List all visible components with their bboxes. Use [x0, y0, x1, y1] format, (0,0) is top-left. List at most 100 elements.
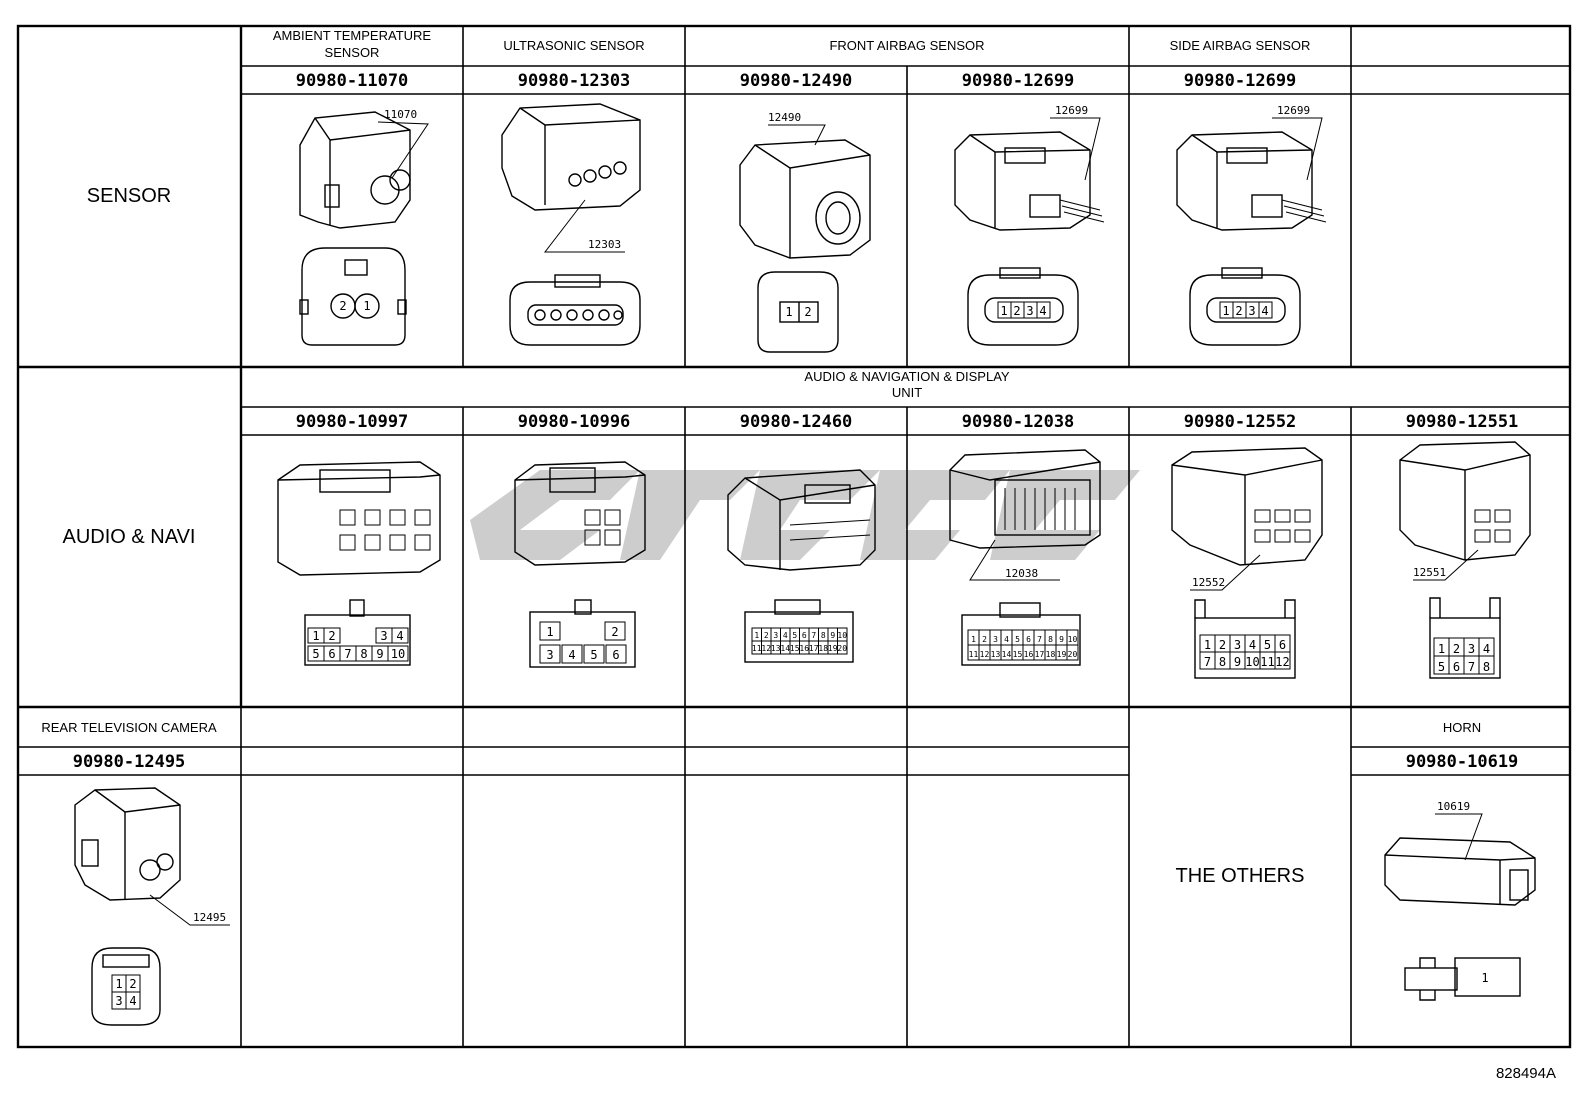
- pin-label: 6: [328, 647, 335, 661]
- connector-12490-drawing: 12490 1 2: [739, 111, 871, 353]
- pin-label: 9: [1234, 655, 1241, 669]
- pin-label: 12: [980, 650, 990, 659]
- header-ambient-temperature-sensor-line2: SENSOR: [325, 45, 380, 60]
- pin-label: 18: [1046, 650, 1056, 659]
- watermark-logo: [470, 470, 1140, 560]
- pin-label: 19: [1057, 650, 1067, 659]
- callout-label: 12495: [193, 911, 226, 924]
- pin-label: 15: [1013, 650, 1023, 659]
- section-label-the-others: THE OTHERS: [1176, 865, 1305, 887]
- connector-12699-side-drawing: 12699 1 2 3 4: [1176, 104, 1327, 346]
- header-rear-television-camera: REAR TELEVISION CAMERA: [41, 720, 217, 735]
- pin-label: 10: [391, 647, 405, 661]
- pin-label: 9: [1059, 635, 1064, 644]
- pin-label: 2: [982, 635, 987, 644]
- pin-label: 7: [1468, 660, 1475, 674]
- pin-label: 18: [818, 644, 828, 653]
- header-horn: HORN: [1443, 720, 1481, 735]
- header-ultrasonic-sensor: ULTRASONIC SENSOR: [503, 38, 644, 53]
- pin-label: 1: [546, 625, 553, 639]
- pin-label: 5: [1015, 635, 1020, 644]
- pin-label: 11: [1260, 655, 1274, 669]
- table-grid: [16, 24, 1572, 1049]
- pin-label: 3: [546, 648, 553, 662]
- header-front-airbag-sensor: FRONT AIRBAG SENSOR: [829, 38, 984, 53]
- pin-label: 16: [799, 644, 809, 653]
- pin-label: 4: [568, 648, 575, 662]
- pin-label: 16: [1024, 650, 1034, 659]
- section-label-audio-navi: AUDIO & NAVI: [63, 526, 196, 548]
- header-side-airbag-sensor: SIDE AIRBAG SENSOR: [1170, 38, 1311, 53]
- pin-label: 13: [771, 644, 781, 653]
- pin-label: 2: [764, 631, 769, 640]
- pin-label: 4: [1261, 304, 1268, 318]
- pin-label: 12: [1275, 655, 1289, 669]
- part-number: 90980-11070: [296, 71, 409, 91]
- pin-label: 8: [1219, 655, 1226, 669]
- part-number: 90980-12551: [1406, 412, 1519, 432]
- pin-label: 1: [1438, 642, 1445, 656]
- pin-label: 6: [1279, 638, 1286, 652]
- callout-label: 12551: [1413, 566, 1446, 579]
- figure-reference: 828494A: [1496, 1065, 1556, 1082]
- pin-label: 6: [612, 648, 619, 662]
- pin-label: 1: [312, 629, 319, 643]
- pin-label: 10: [1068, 635, 1078, 644]
- pin-label: 11: [969, 650, 979, 659]
- header-audio-navigation-display: AUDIO & NAVIGATION & DISPLAY: [804, 369, 1009, 384]
- pin-label: 20: [1068, 650, 1078, 659]
- pin-label: 5: [312, 647, 319, 661]
- pin-label: 4: [1249, 638, 1256, 652]
- pin-label: 1: [1222, 304, 1229, 318]
- part-number: 90980-12490: [740, 71, 853, 91]
- part-number: 90980-10619: [1406, 752, 1519, 772]
- connector-12303-drawing: 12303: [501, 103, 641, 346]
- part-number: 90980-10997: [296, 412, 409, 432]
- part-number: 90980-12699: [962, 71, 1075, 91]
- pin-label: 19: [828, 644, 838, 653]
- callout-label: 12699: [1055, 104, 1088, 117]
- part-number: 90980-12038: [962, 412, 1075, 432]
- pin-label: 4: [1004, 635, 1009, 644]
- pin-label: 2: [1235, 304, 1242, 318]
- pin-cell: [1274, 651, 1291, 670]
- pin-label: 3: [993, 635, 998, 644]
- part-number: 90980-10996: [518, 412, 631, 432]
- pin-label: 2: [328, 629, 335, 643]
- pin-label: 3: [1248, 304, 1255, 318]
- pin-label: 2: [1013, 304, 1020, 318]
- part-number: 90980-12303: [518, 71, 631, 91]
- pin-label: 1: [115, 977, 122, 991]
- part-number: 90980-12495: [73, 752, 186, 772]
- callout-label: 12552: [1192, 576, 1225, 589]
- pin-label: 14: [780, 644, 790, 653]
- pin-label: 4: [1039, 304, 1046, 318]
- pin-label: 6: [1453, 660, 1460, 674]
- connector-10997-drawing: 1 2 3 4 5 6 7 8 9 10: [277, 461, 441, 666]
- pin-label: 2: [611, 625, 618, 639]
- pin-label: 4: [129, 994, 136, 1008]
- pin-label: 6: [802, 631, 807, 640]
- pin-label: 3: [773, 631, 778, 640]
- pin-label: 10: [837, 631, 847, 640]
- pin-label: 14: [1002, 650, 1012, 659]
- pin-label: 1: [1481, 971, 1488, 985]
- header-audio-navigation-display-line2: UNIT: [892, 385, 922, 400]
- pin-label: 1: [785, 305, 792, 319]
- pin-label: 1: [1000, 304, 1007, 318]
- pin-label: 11: [752, 644, 762, 653]
- section-label-sensor: SENSOR: [87, 185, 171, 207]
- pin-label: 2: [339, 299, 346, 313]
- part-number: 90980-12460: [740, 412, 853, 432]
- pin-label: 9: [830, 631, 835, 640]
- callout-label: 12303: [588, 238, 621, 251]
- pin-label: 5: [590, 648, 597, 662]
- pin-label: 10: [1245, 655, 1259, 669]
- callout-label: 12038: [1005, 567, 1038, 580]
- part-number: 90980-12552: [1184, 412, 1297, 432]
- pin-cell: [1066, 644, 1079, 661]
